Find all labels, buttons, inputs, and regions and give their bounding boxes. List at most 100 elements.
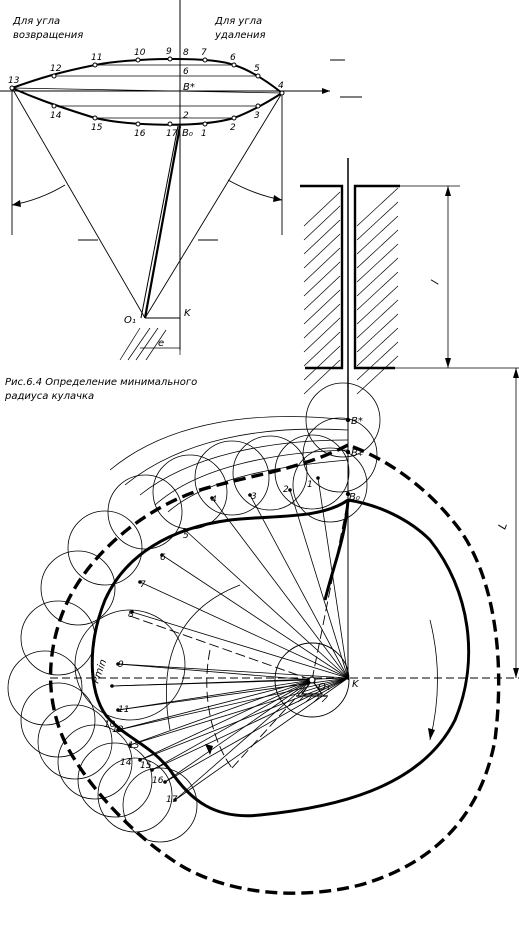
profile-point-16 xyxy=(163,780,167,784)
trace-arc xyxy=(109,416,349,471)
label-return-2: возвращения xyxy=(13,30,83,41)
caption-line-2: радиуса кулачка xyxy=(4,391,94,402)
guide-right xyxy=(353,184,400,370)
pivot-ground-symbol xyxy=(296,676,328,703)
top-point-13 xyxy=(9,85,15,91)
lower-curve xyxy=(11,87,283,126)
top-point-2 xyxy=(231,115,237,121)
top-point-label-17: 17 xyxy=(166,129,178,139)
roller-circle xyxy=(97,757,173,833)
roller-circle xyxy=(232,435,308,511)
top-point-label-4: 4 xyxy=(278,81,284,91)
radial-ray xyxy=(117,663,349,679)
dashed-radius xyxy=(231,679,313,769)
horizontal-axis-arrow xyxy=(322,88,330,94)
hatch-line xyxy=(356,355,399,395)
profile-number-12: 12 xyxy=(112,725,124,735)
dim-l-arrow-bottom xyxy=(445,358,451,368)
radial-ray xyxy=(117,679,313,731)
profile-number-11: 11 xyxy=(118,705,129,715)
profile-point-10 xyxy=(110,684,114,688)
top-B-zero: B₀ xyxy=(182,128,193,139)
profile-number-8: 8 xyxy=(128,610,134,620)
hatch-line xyxy=(356,215,399,255)
axis-tick-2: 2 xyxy=(183,111,189,121)
rotation-arc-outer xyxy=(429,619,438,741)
top-point-label-16: 16 xyxy=(134,129,146,139)
top-point-label-12: 12 xyxy=(50,64,62,74)
roller-circle xyxy=(274,434,350,510)
roller-circle xyxy=(305,382,381,458)
profile-point-8 xyxy=(130,610,134,614)
radial-ray xyxy=(139,581,349,679)
top-point-9 xyxy=(167,56,173,62)
roller-circle-large xyxy=(74,609,186,721)
top-point-11 xyxy=(92,62,98,68)
radial-ray xyxy=(117,677,349,731)
radial-ray xyxy=(249,494,349,679)
roller-circle xyxy=(37,704,113,780)
profile-point-4 xyxy=(210,496,214,500)
hatch-line xyxy=(356,229,399,269)
top-point-10 xyxy=(135,57,141,63)
hatch-line xyxy=(303,233,341,269)
profile-point-13 xyxy=(128,743,132,747)
trace-arcs xyxy=(109,416,349,513)
cam-profile-theoretical xyxy=(48,443,501,895)
radial-ray xyxy=(139,677,349,761)
dim-l-label: l xyxy=(429,279,442,286)
top-point-4 xyxy=(279,90,285,96)
top-point-15 xyxy=(92,115,98,121)
top-point-5 xyxy=(255,73,261,79)
roller-circle xyxy=(194,440,270,516)
radial-ray xyxy=(184,529,349,679)
profile-number-5: 5 xyxy=(183,531,189,541)
bottom-O1: O₁ xyxy=(318,682,330,693)
top-point-3 xyxy=(255,103,261,109)
support-hatch xyxy=(119,327,181,361)
radial-ray xyxy=(129,679,313,746)
hatch-line xyxy=(356,327,399,367)
hatch-line xyxy=(356,341,399,381)
hatch-line xyxy=(303,275,341,311)
trace-arc xyxy=(167,459,349,513)
bottom-K: K xyxy=(352,679,360,690)
guide-right-hatch xyxy=(356,187,399,395)
profile-point-9 xyxy=(116,662,120,666)
angle-rays xyxy=(11,87,283,319)
roller-circle xyxy=(40,550,116,626)
radial-ray xyxy=(151,679,313,771)
top-point-17 xyxy=(167,121,173,127)
profile-number-10: 10 xyxy=(104,720,116,730)
hatch-line xyxy=(303,247,341,283)
profile-number-15: 15 xyxy=(140,761,152,771)
profile-number-2: 2 xyxy=(283,485,289,495)
axis-tick-8: 8 xyxy=(183,48,189,58)
profile-number-9: 9 xyxy=(118,660,124,670)
top-point-label-6: 6 xyxy=(230,53,236,63)
point-B-star xyxy=(345,417,351,423)
top-point-6 xyxy=(231,62,237,68)
top-point-label-14: 14 xyxy=(50,111,62,121)
label-return-1: Для угла xyxy=(12,16,60,27)
top-point-label-7: 7 xyxy=(201,48,207,58)
hatch-line xyxy=(356,313,399,353)
bottom-B-plus: B₊ xyxy=(351,448,363,459)
hatch-line xyxy=(303,261,341,297)
label-remove-2: удаления xyxy=(214,30,266,41)
top-point-12 xyxy=(51,73,57,79)
radial-ray xyxy=(111,679,313,687)
radial-ray xyxy=(117,663,313,681)
dim-L-label: L xyxy=(496,521,510,531)
profile-point-11 xyxy=(116,708,120,712)
bottom-B-zero: B₀ xyxy=(349,492,360,503)
hatch-line xyxy=(356,257,399,297)
profile-point-6 xyxy=(160,553,164,557)
roller-circle xyxy=(20,600,96,676)
top-point-14 xyxy=(51,103,57,109)
profile-point-1 xyxy=(316,476,320,480)
profile-point-14 xyxy=(138,758,142,762)
profile-point-2 xyxy=(288,488,292,492)
